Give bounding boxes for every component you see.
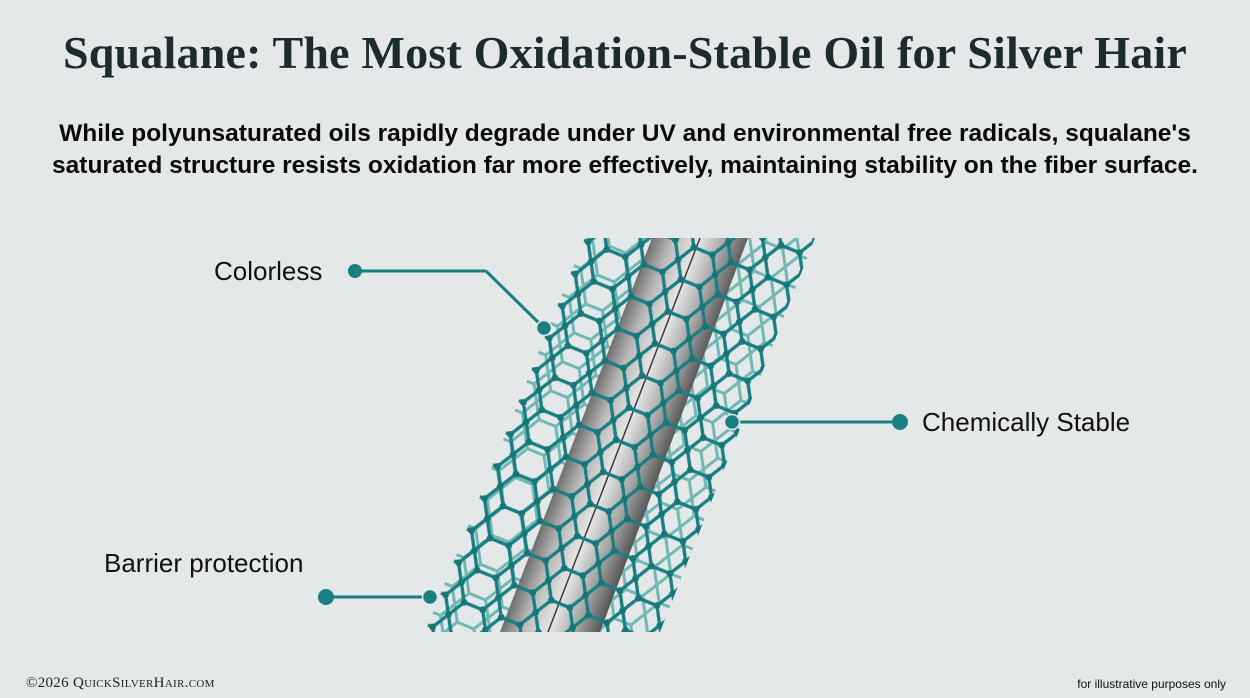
callout-chemically-stable-connector bbox=[723, 413, 908, 431]
page-title: Squalane: The Most Oxidation-Stable Oil … bbox=[62, 27, 1188, 78]
callout-label-barrier-protection: Barrier protection bbox=[104, 548, 304, 578]
callout-colorless-connector bbox=[348, 264, 553, 337]
callout-label-chemically-stable: Chemically Stable bbox=[922, 407, 1131, 437]
callout-label-colorless: Colorless bbox=[214, 256, 323, 286]
lattice-front bbox=[425, 238, 815, 632]
copyright: ©2026 QuickSilverHair.com bbox=[26, 675, 215, 691]
subtitle: While polyunsaturated oils rapidly degra… bbox=[52, 120, 1198, 179]
callout-barrier-protection-connector bbox=[318, 588, 439, 606]
disclaimer: for illustrative purposes only bbox=[1077, 677, 1226, 691]
